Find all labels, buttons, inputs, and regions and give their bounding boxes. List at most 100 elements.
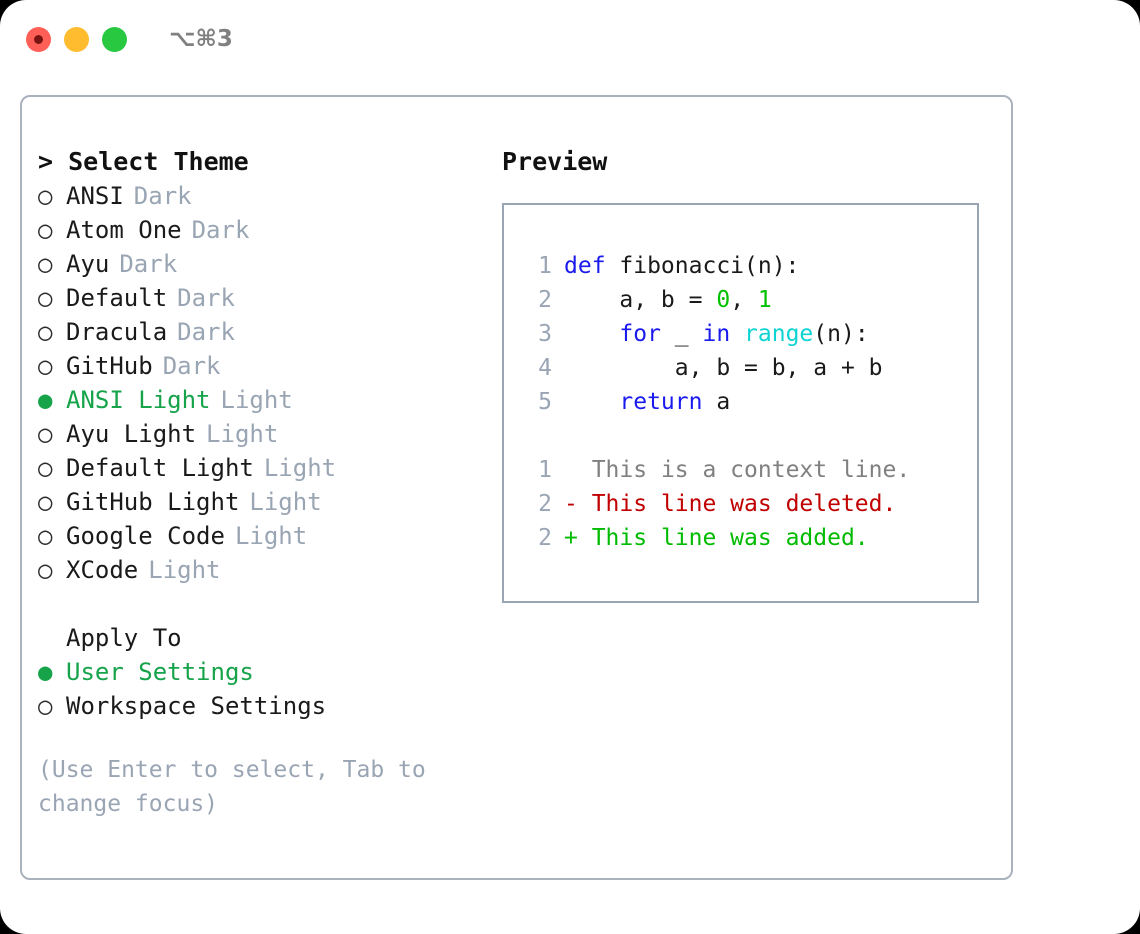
theme-name-label: GitHub bbox=[66, 352, 153, 380]
theme-option-xcode[interactable]: ○ XCode Light bbox=[38, 553, 488, 587]
radio-unselected-icon: ○ bbox=[38, 250, 53, 278]
code-token-kw: def bbox=[564, 253, 606, 279]
theme-option-dracula[interactable]: ○ Dracula Dark bbox=[38, 315, 488, 349]
radio-unselected-icon: ○ bbox=[38, 522, 53, 550]
radio-unselected-icon: ○ bbox=[38, 454, 53, 482]
apply-to-option-workspace-settings[interactable]: ○ Workspace Settings bbox=[38, 689, 488, 723]
theme-name-label: Atom One bbox=[66, 216, 182, 244]
apply-to-heading: Apply To bbox=[66, 624, 182, 652]
maximize-button[interactable] bbox=[102, 26, 127, 52]
radio-unselected-icon: ○ bbox=[38, 556, 53, 584]
code-token-plain: a bbox=[702, 389, 731, 415]
theme-name-label: ANSI bbox=[66, 182, 124, 210]
radio-unselected-icon: ○ bbox=[38, 420, 53, 448]
diff-line-number: 1 bbox=[538, 457, 552, 483]
diff-line-text: This is a context line. bbox=[577, 457, 911, 483]
theme-option-atom-one[interactable]: ○ Atom One Dark bbox=[38, 213, 488, 247]
select-theme-heading: > Select Theme bbox=[38, 147, 249, 176]
code-line: 4 a, b = b, a + b bbox=[522, 351, 977, 385]
radio-selected-icon: ● bbox=[38, 658, 53, 686]
radio-unselected-icon: ○ bbox=[38, 318, 53, 346]
theme-option-ansi[interactable]: ○ ANSI Dark bbox=[38, 179, 488, 213]
radio-unselected-icon: ○ bbox=[38, 488, 53, 516]
theme-kind-label: Light bbox=[148, 556, 221, 584]
theme-name-label: Google Code bbox=[66, 522, 225, 550]
theme-kind-label: Dark bbox=[177, 284, 235, 312]
theme-option-default[interactable]: ○ Default Dark bbox=[38, 281, 488, 315]
code-token-kw: for bbox=[619, 321, 661, 347]
code-line-content: def fibonacci(n): bbox=[564, 249, 799, 283]
window-controls bbox=[26, 26, 127, 52]
theme-name-label: GitHub Light bbox=[66, 488, 240, 516]
diff-line-number: 2 bbox=[538, 525, 552, 551]
theme-name-label: Ayu bbox=[66, 250, 110, 278]
apply-to-label: Workspace Settings bbox=[66, 692, 327, 720]
code-token-plain: a, b = bbox=[564, 287, 717, 313]
theme-name-label: Default bbox=[66, 284, 168, 312]
theme-name-label: Ayu Light bbox=[66, 420, 197, 448]
theme-kind-label: Light bbox=[249, 488, 322, 516]
code-line-number: 2 bbox=[538, 287, 552, 313]
radio-unselected-icon: ○ bbox=[38, 182, 53, 210]
theme-option-github[interactable]: ○ GitHub Dark bbox=[38, 349, 488, 383]
diff-marker-ctx bbox=[564, 457, 578, 483]
radio-unselected-icon: ○ bbox=[38, 692, 53, 720]
diff-marker-del: - bbox=[564, 491, 578, 517]
diff-line-text: This line was added. bbox=[577, 525, 869, 551]
diff-line-del: 2- This line was deleted. bbox=[522, 487, 977, 521]
theme-option-github-light[interactable]: ○ GitHub Light Light bbox=[38, 485, 488, 519]
theme-name-label: XCode bbox=[66, 556, 139, 584]
apply-to-option-user-settings[interactable]: ●User Settings bbox=[38, 655, 488, 689]
diff-line-text: This line was deleted. bbox=[577, 491, 897, 517]
theme-kind-label: Dark bbox=[133, 182, 192, 210]
code-line-number: 1 bbox=[538, 253, 552, 279]
code-token-plain: a, b = b, a + b bbox=[564, 355, 883, 381]
code-diff-gap bbox=[522, 419, 977, 453]
list-spacer bbox=[38, 587, 488, 621]
theme-name-label: Dracula bbox=[66, 318, 168, 346]
diff-line-number: 2 bbox=[538, 491, 552, 517]
close-button[interactable] bbox=[26, 26, 51, 52]
theme-kind-label: Dark bbox=[119, 250, 178, 278]
theme-name-label: Default Light bbox=[66, 454, 254, 482]
theme-kind-label: Light bbox=[263, 454, 337, 482]
theme-kind-label: Dark bbox=[191, 216, 250, 244]
diff-line-content: This is a context line. bbox=[564, 453, 911, 487]
radio-unselected-icon: ○ bbox=[38, 284, 53, 312]
theme-kind-label: Dark bbox=[162, 352, 221, 380]
code-line: 1 def fibonacci(n): bbox=[522, 249, 977, 283]
diff-line-ctx: 1 This is a context line. bbox=[522, 453, 977, 487]
minimize-button[interactable] bbox=[64, 26, 89, 52]
theme-option-default-light[interactable]: ○ Default Light Light bbox=[38, 451, 488, 485]
theme-kind-label: Dark bbox=[177, 318, 235, 346]
code-token-plain: , bbox=[730, 287, 758, 313]
code-line: 2 a, b = 0, 1 bbox=[522, 283, 977, 317]
keyboard-shortcut-label: ⌥⌘3 bbox=[169, 26, 233, 52]
code-token-num: 0 bbox=[716, 287, 731, 313]
keyboard-hint-text: (Use Enter to select, Tab to change focu… bbox=[38, 757, 426, 817]
code-line: 5 return a bbox=[522, 385, 977, 419]
code-token-plain: _ bbox=[660, 321, 703, 347]
theme-option-ayu[interactable]: ○ Ayu Dark bbox=[38, 247, 488, 281]
code-line: 3 for _ in range(n): bbox=[522, 317, 977, 351]
title-bar: ⌥⌘3 bbox=[0, 0, 1140, 78]
code-token-fn: range bbox=[744, 321, 814, 347]
diff-line-content: + This line was added. bbox=[564, 521, 869, 555]
code-token-plain: (n): bbox=[813, 321, 869, 347]
radio-selected-icon: ● bbox=[38, 386, 53, 414]
radio-unselected-icon: ○ bbox=[38, 352, 53, 380]
code-token-plain bbox=[564, 389, 619, 415]
radio-unselected-icon: ○ bbox=[38, 216, 53, 244]
code-line-content: a, b = 0, 1 bbox=[564, 283, 771, 317]
theme-name-label: ANSI Light bbox=[66, 386, 211, 414]
code-line-number: 5 bbox=[538, 389, 552, 415]
